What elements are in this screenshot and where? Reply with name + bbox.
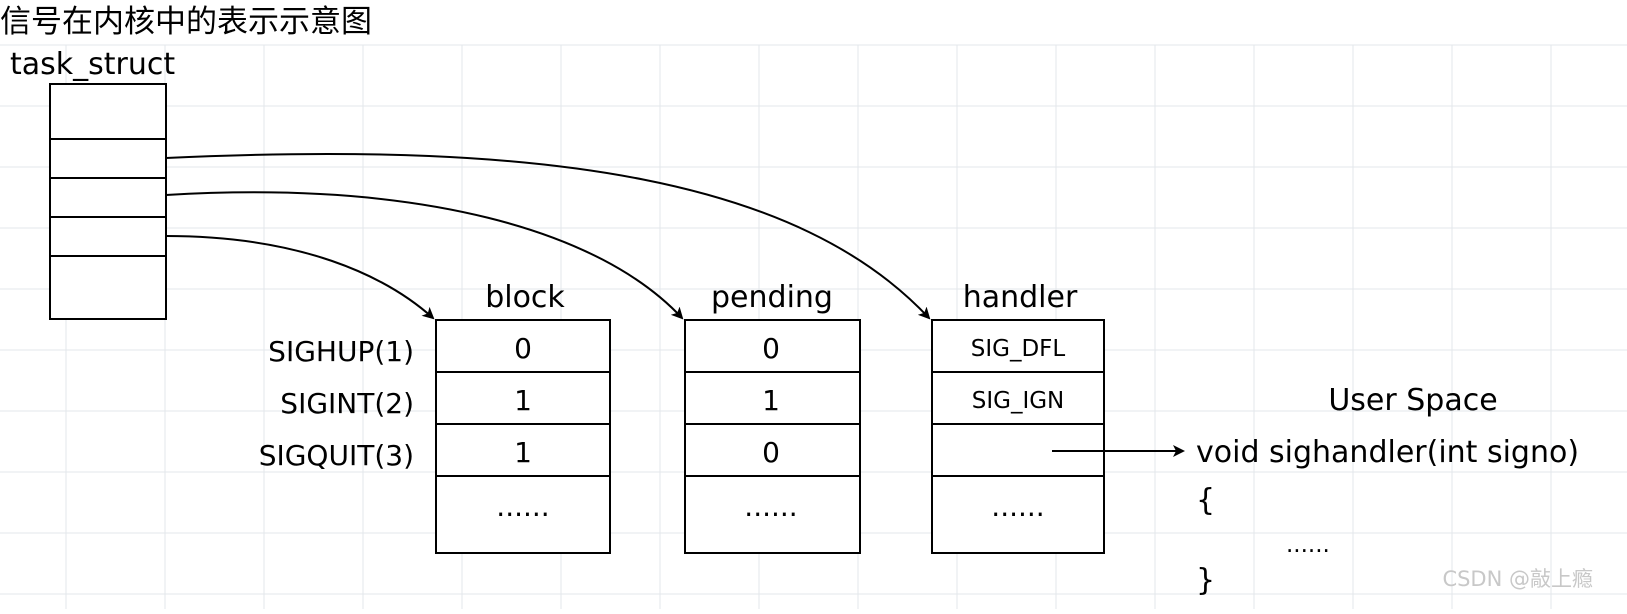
block-table: [435, 319, 611, 554]
block-cell-more: ......: [496, 490, 549, 523]
watermark: CSDN @敲上瘾: [1442, 567, 1593, 591]
signal-label-sighup: SIGHUP(1): [268, 335, 414, 368]
block-cell-sighup: 0: [514, 332, 532, 365]
pending-table: [684, 319, 861, 554]
pending-cell-more: ......: [744, 490, 797, 523]
block-cell-sigquit: 1: [514, 436, 532, 469]
task-struct-box: [49, 83, 167, 320]
signal-label-sigquit: SIGQUIT(3): [259, 439, 414, 472]
handler-cell-sighup: SIG_DFL: [971, 336, 1066, 362]
pending-label: pending: [711, 280, 833, 315]
page-title: 信号在内核中的表示示意图: [0, 4, 372, 40]
sighandler-signature: void sighandler(int signo): [1196, 435, 1579, 470]
handler-body: ......: [1286, 532, 1330, 558]
task-to-block-arrow: [165, 235, 435, 320]
open-brace: {: [1196, 483, 1215, 518]
block-cell-sigint: 1: [514, 384, 532, 417]
handler-cell-sigint: SIG_IGN: [972, 388, 1065, 414]
task-to-handler-arrow: [165, 152, 931, 320]
task-to-pending-arrow: [165, 191, 684, 320]
task-struct-label: task_struct: [10, 47, 175, 82]
block-label: block: [485, 280, 565, 315]
pending-cell-sighup: 0: [762, 332, 780, 365]
handler-label: handler: [963, 280, 1078, 315]
pending-cell-sigquit: 0: [762, 436, 780, 469]
close-brace: }: [1196, 563, 1215, 598]
handler-cell-more: ......: [991, 490, 1044, 523]
user-space-label: User Space: [1328, 383, 1497, 418]
signal-label-sigint: SIGINT(2): [280, 387, 414, 420]
handler-table: [931, 319, 1105, 554]
pending-cell-sigint: 1: [762, 384, 780, 417]
